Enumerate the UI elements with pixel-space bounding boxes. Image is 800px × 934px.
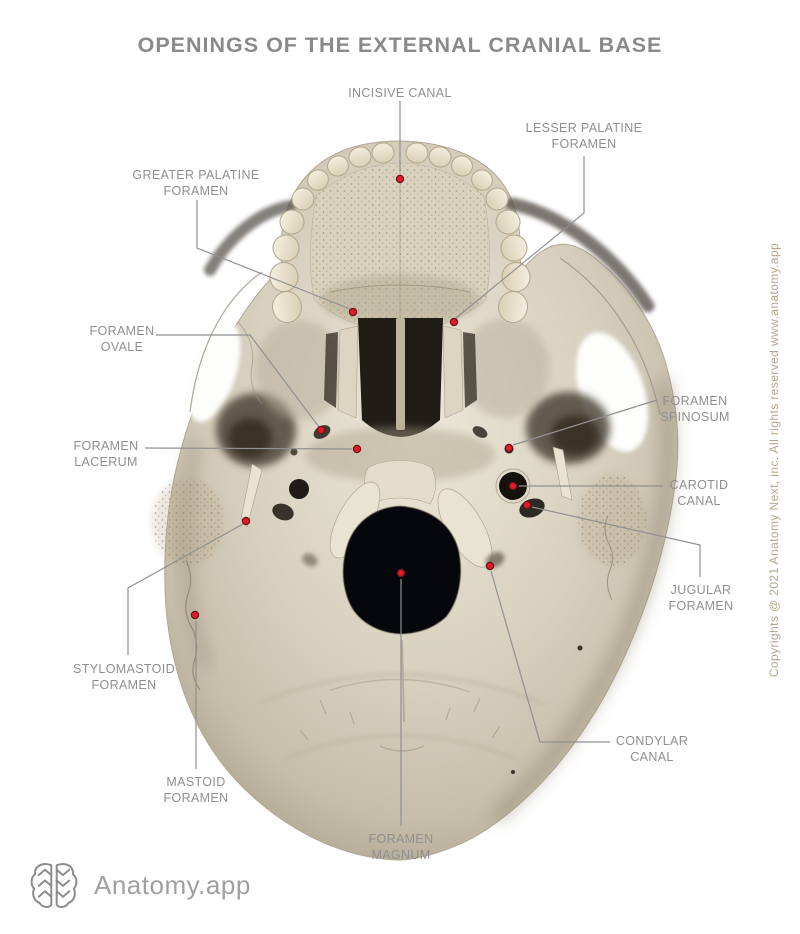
label-incisive-canal: INCISIVE CANAL [348,86,452,100]
styloid-process-right [552,446,573,501]
choanae [324,318,477,437]
page-title: OPENINGS OF THE EXTERNAL CRANIAL BASE [137,33,663,57]
hard-palate [310,162,490,332]
brand-footer: Anatomy.app [26,858,251,912]
styloid-process-left [240,463,263,528]
carotid-opening-right [499,472,527,500]
foramen-magnum-opening [342,505,462,635]
brain-icon [30,863,78,908]
carotid-opening-left [289,479,309,499]
brand-name: Anatomy.app [94,869,251,900]
copyright-watermark: Copyrights @ 2021 Anatomy Next, inc. All… [767,242,781,678]
